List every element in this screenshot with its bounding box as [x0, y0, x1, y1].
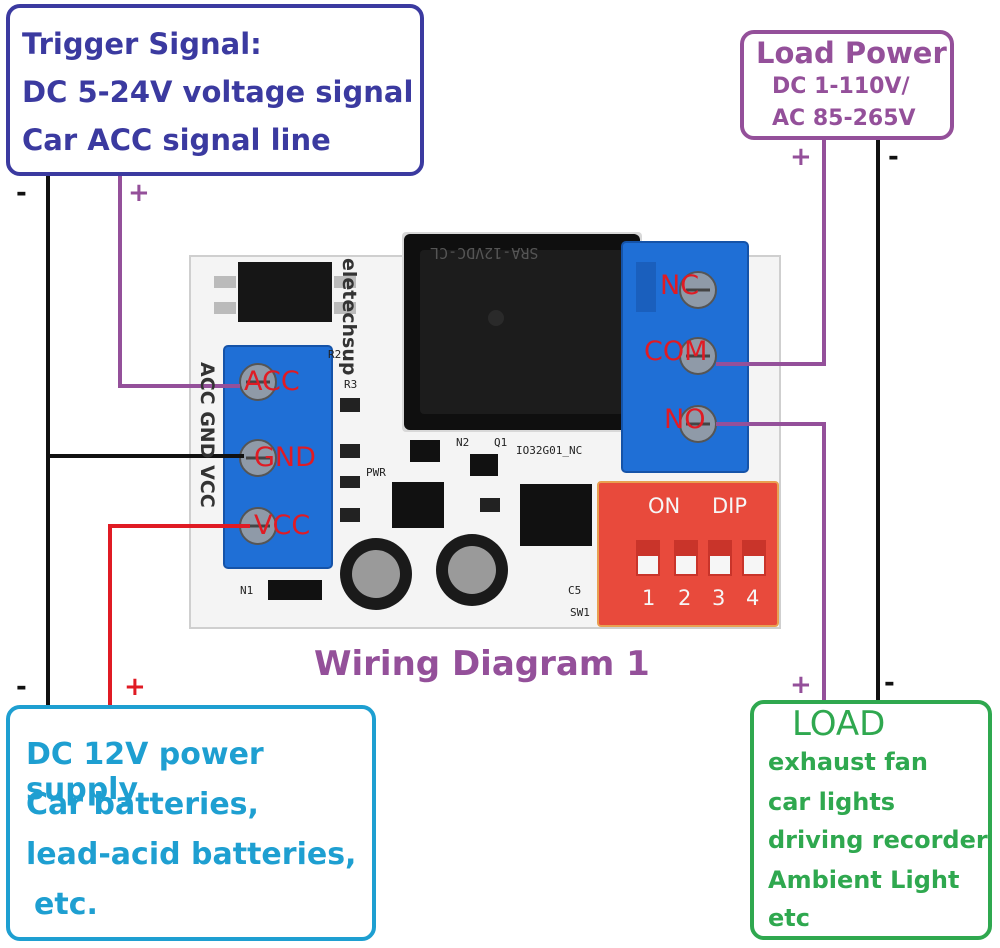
power-minus-sign: -: [888, 142, 899, 172]
pcb-label: N1: [240, 584, 254, 597]
diagram-caption: Wiring Diagram 1: [314, 644, 650, 684]
pcb-label: N2: [456, 436, 470, 449]
power-plus-sign: +: [790, 142, 812, 172]
load-power-line-1: DC 1-110V/: [772, 74, 910, 99]
relay-component: [404, 234, 640, 430]
dip-label: DIP: [712, 494, 748, 518]
dip-switch: [597, 481, 779, 627]
pcb-label: SW1: [570, 606, 590, 619]
trigger-minus-sign: -: [16, 178, 27, 208]
terminal-com-label: COM: [644, 336, 708, 367]
dip-on-label: ON: [648, 494, 681, 518]
pcb-label: C5: [568, 584, 582, 597]
supply-line-1: DC 12V power supply: [26, 737, 264, 807]
load-power-line-2: AC 85-265V: [772, 106, 916, 131]
wire-vcc-positive: [108, 524, 250, 708]
load-item: etc: [768, 904, 810, 932]
trigger-line-1: DC 5-24V voltage signal: [22, 75, 414, 109]
terminal-acc-label: ACC: [244, 366, 300, 397]
load-item: Ambient Light: [768, 866, 960, 894]
trigger-line-2: Car ACC signal line: [22, 123, 331, 157]
trigger-signal-box: Trigger Signal: DC 5-24V voltage signal …: [6, 4, 424, 176]
pcb-label: R2: [328, 348, 342, 361]
board-brand: eletechsup: [338, 258, 360, 376]
load-box: LOAD exhaust fan car lights driving reco…: [750, 700, 992, 940]
smd-components: [268, 398, 592, 600]
load-item: car lights: [768, 788, 896, 816]
input-terminal-block: [223, 345, 333, 569]
board-model: IO32G01_NC: [516, 444, 583, 457]
pcb-label: R3: [344, 378, 358, 391]
wire-power-positive: [716, 140, 826, 366]
load-plus-sign: +: [790, 670, 812, 700]
supply-line-2: Car batteries,: [26, 787, 259, 822]
output-terminal-block: [621, 241, 749, 473]
trigger-title: Trigger Signal:: [22, 27, 262, 61]
load-power-title: Load Power: [756, 36, 947, 70]
supply-line-3: lead-acid batteries,: [26, 837, 357, 872]
dip-number: 4: [746, 586, 760, 610]
capacitors: [340, 534, 508, 610]
load-item: exhaust fan: [768, 748, 928, 776]
supply-line-4: etc.: [34, 887, 98, 922]
pcb-label: Q1: [494, 436, 508, 449]
optocoupler-chip: [214, 262, 356, 322]
dip-number: 1: [642, 586, 656, 610]
terminal-nc-label: NC: [660, 270, 700, 301]
wire-no-to-load: [716, 422, 826, 702]
load-minus-sign: -: [884, 668, 895, 698]
supply-minus-sign: -: [16, 672, 27, 702]
terminal-vcc-label: VCC: [254, 510, 311, 541]
wire-trigger-positive: [118, 176, 240, 388]
dip-number: 3: [712, 586, 726, 610]
load-power-box: Load Power DC 1-110V/ AC 85-265V: [740, 30, 954, 140]
terminal-gnd-label: GND: [254, 442, 316, 473]
trigger-plus-sign: +: [128, 178, 150, 208]
terminal-no-label: NO: [664, 404, 706, 435]
dip-number: 2: [678, 586, 692, 610]
load-title: LOAD: [792, 704, 886, 744]
supply-plus-sign: +: [124, 672, 146, 702]
pcb-label: PWR: [366, 466, 386, 479]
load-item: driving recorder: [768, 826, 988, 854]
board-silk-terminals: ACC GND VCC: [196, 362, 218, 508]
power-supply-box: DC 12V power supply Car batteries, lead-…: [6, 705, 376, 941]
relay-marking: SRA-12VDC-CL: [430, 244, 539, 262]
